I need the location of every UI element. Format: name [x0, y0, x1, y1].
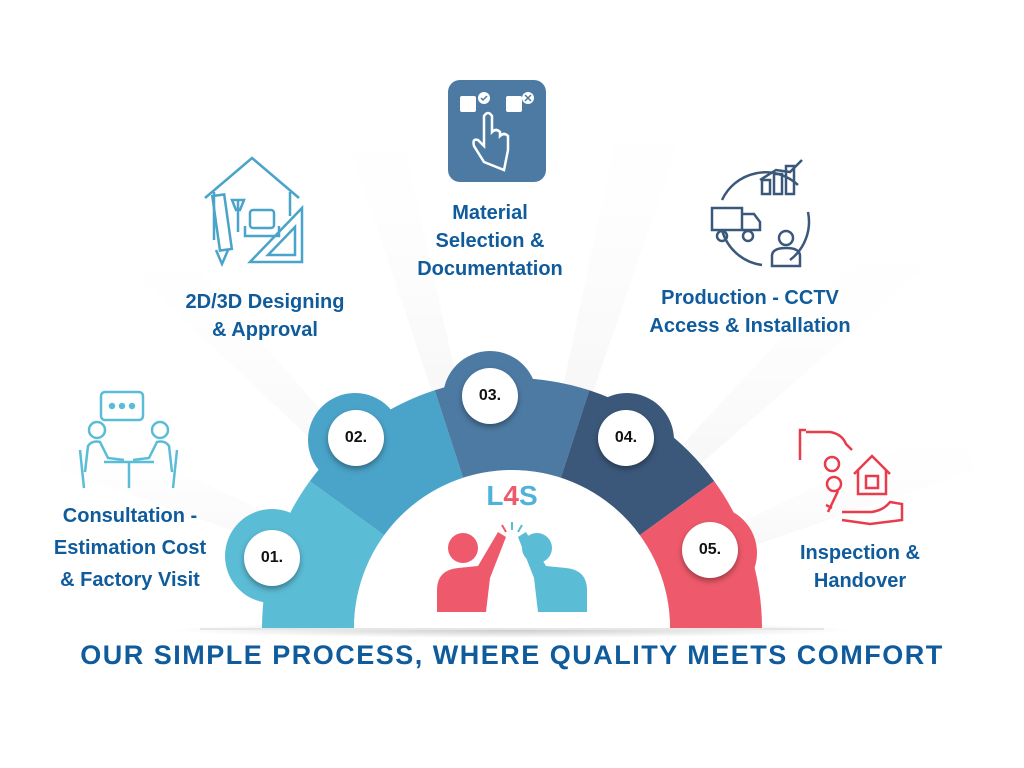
step-label-05: Inspection & Handover [770, 539, 950, 595]
production-cycle-icon [710, 159, 811, 268]
brand-letter-4: 4 [503, 480, 519, 511]
step-badge-02: 02. [328, 410, 384, 466]
step-01-line-2: Estimation Cost [53, 537, 207, 559]
step-label-03: Material Selection & Documentation [390, 199, 590, 283]
arc-center [354, 470, 670, 628]
brand-letter-l: L [486, 480, 504, 511]
step-badge-05: 05. [682, 522, 738, 578]
step-01-line-1: Consultation - [62, 505, 198, 527]
high-five-icon [437, 522, 587, 612]
brand-letter-s: S [519, 480, 538, 511]
hand-select-icon [448, 80, 546, 182]
house-design-icon [204, 156, 304, 268]
step-02-line-1: 2D/3D Designing [185, 291, 345, 313]
meeting-icon [78, 390, 179, 489]
step-03-line-3: Documentation [417, 258, 563, 280]
step-badge-01: 01. [244, 530, 300, 586]
step-label-04: Production - CCTV Access & Installation [620, 284, 880, 340]
step-04-line-1: Production - CCTV [661, 287, 839, 309]
tagline: OUR SIMPLE PROCESS, WHERE QUALITY MEETS … [80, 640, 944, 670]
step-02-line-2: & Approval [212, 319, 318, 341]
base-line [200, 628, 824, 630]
step-05-line-1: Inspection & [799, 542, 920, 564]
step-label-02: 2D/3D Designing & Approval [150, 288, 380, 344]
step-badge-04: 04. [598, 410, 654, 466]
step-badge-03: 03. [462, 368, 518, 424]
step-03-line-2: Selection & [435, 230, 545, 252]
step-01-line-3: & Factory Visit [60, 569, 200, 591]
step-04-line-2: Access & Installation [649, 315, 851, 337]
brand-logo: L4S [462, 480, 562, 512]
step-label-01: Consultation - Estimation Cost & Factory… [20, 500, 240, 596]
step-05-line-2: Handover [813, 570, 907, 592]
step-03-line-1: Material [452, 202, 528, 224]
key-handover-icon [798, 428, 904, 526]
